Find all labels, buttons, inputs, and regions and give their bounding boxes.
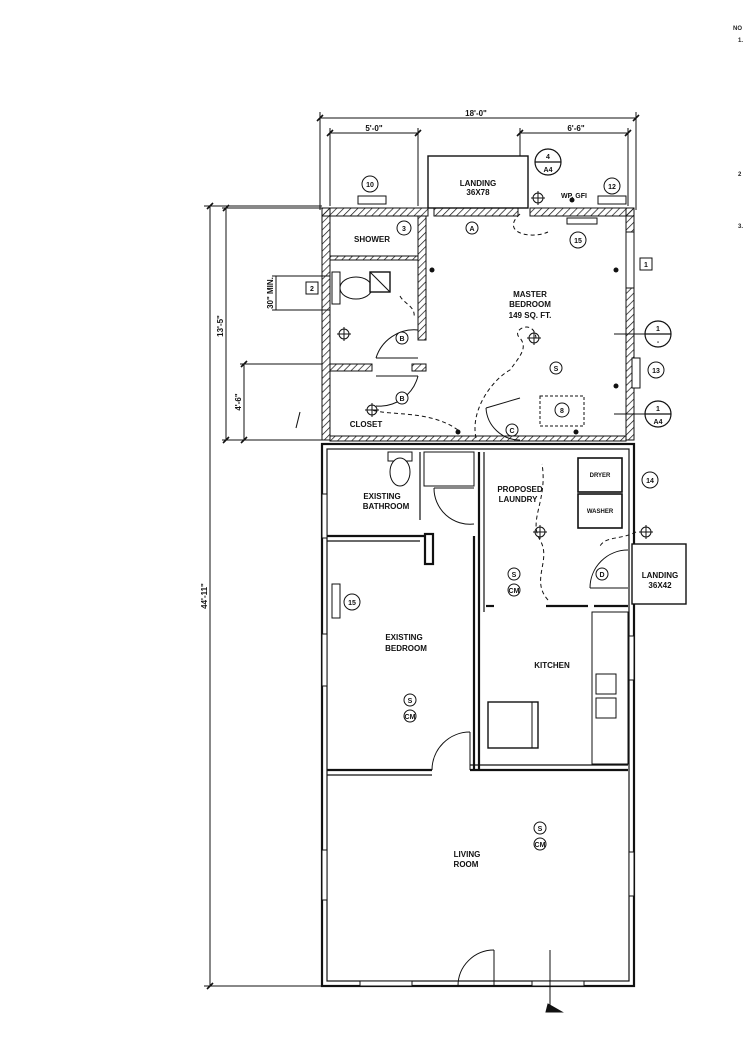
fan-tag: 8	[560, 408, 564, 415]
section-top-sheet: A4	[544, 167, 553, 174]
door-tag-b1: B	[399, 336, 404, 343]
callout-3: 3	[402, 226, 406, 233]
doors	[295, 329, 629, 1013]
existing-bedroom-label-2: BEDROOM	[385, 644, 427, 653]
laundry-label-1: PROPOSED	[497, 485, 543, 494]
callout-12: 12	[608, 184, 616, 191]
dimension-ticks	[206, 114, 640, 990]
callout-13: 13	[652, 368, 660, 375]
receptacle-note: WP, GFI	[561, 193, 587, 200]
dim-bedroom-depth: 13'-5"	[216, 315, 225, 337]
landing-side	[631, 543, 687, 605]
landing-top-label: LANDING	[460, 179, 496, 188]
dryer-label: DRYER	[590, 473, 611, 479]
door-tag-c: C	[509, 428, 514, 435]
window-tag-2: 2	[310, 286, 314, 293]
callout-15-bedroom: 15	[348, 600, 356, 607]
door-tag-b2: B	[399, 396, 404, 403]
existing-bathroom-label-1: EXISTING	[363, 492, 400, 501]
dim-right-bay: 6'-6"	[567, 124, 584, 133]
wiring	[371, 213, 637, 601]
section-right1-number: 1	[656, 326, 660, 333]
landing-top	[427, 155, 529, 209]
landing-side-label: LANDING	[642, 571, 678, 580]
door-tag-d: D	[599, 572, 604, 579]
notes-header: NO	[733, 26, 742, 32]
light-fixtures	[337, 191, 653, 539]
bath-vanity	[423, 451, 475, 487]
section-right2-number: 1	[656, 406, 660, 413]
callout-10: 10	[366, 182, 374, 189]
kitchen-sink	[595, 673, 617, 695]
washer	[577, 493, 623, 529]
kitchen-label: KITCHEN	[534, 661, 570, 670]
section-top-number: 4	[546, 154, 550, 161]
co-detector-living: CM	[535, 842, 546, 849]
dim-left-bay: 5'-0"	[365, 124, 382, 133]
toilet-bowl-existing	[389, 457, 411, 487]
section-right1-sheet: -	[657, 339, 660, 346]
window-tag-1: 1	[644, 262, 648, 269]
master-bedroom-label-2: BEDROOM	[509, 300, 551, 309]
co-detector-laundry: CM	[509, 588, 520, 595]
shower-label: SHOWER	[354, 235, 390, 244]
dimension-lines	[204, 112, 637, 987]
door-tag-a: A	[469, 226, 474, 233]
toilet-bowl-new	[339, 276, 373, 300]
dim-closet-depth: 4'-6"	[234, 393, 243, 410]
receptacles	[429, 197, 619, 435]
smoke-detector-living: S	[538, 826, 543, 833]
addition-walls	[321, 207, 635, 442]
living-room-label-1: LIVING	[454, 850, 481, 859]
range	[487, 701, 539, 749]
dim-overall-width: 18'-0"	[465, 109, 487, 118]
washer-label: WASHER	[587, 509, 614, 515]
dim-overall-length: 44'-11"	[200, 583, 209, 609]
smoke-detector-master: S	[554, 366, 559, 373]
callout-15-master: 15	[574, 238, 582, 245]
living-room-label-2: ROOM	[454, 860, 479, 869]
note-3: 3.	[738, 224, 744, 230]
landing-side-size: 36X42	[648, 581, 672, 590]
dim-toilet-clearance: 30" MIN.	[266, 277, 275, 309]
note-2: 2	[738, 172, 742, 178]
smoke-detector-laundry: S	[512, 572, 517, 579]
existing-bathroom-label-2: BATHROOM	[363, 502, 410, 511]
laundry-label-2: LAUNDRY	[499, 495, 538, 504]
callout-14: 14	[646, 478, 654, 485]
existing-walls	[320, 442, 636, 988]
master-bedroom-label-1: MASTER	[513, 290, 547, 299]
co-detector-bedroom: CM	[405, 714, 416, 721]
landing-top-size: 36X78	[466, 188, 490, 197]
smoke-detector-bedroom: S	[408, 698, 413, 705]
existing-bedroom-label-1: EXISTING	[385, 633, 422, 642]
closet-label: CLOSET	[350, 420, 383, 429]
master-bedroom-area: 149 SQ. FT.	[509, 311, 552, 320]
dryer	[577, 457, 623, 493]
note-1: 1.	[738, 38, 744, 44]
toilet-tank-new	[331, 271, 341, 305]
section-right2-sheet: A4	[654, 419, 663, 426]
windows	[321, 195, 641, 987]
